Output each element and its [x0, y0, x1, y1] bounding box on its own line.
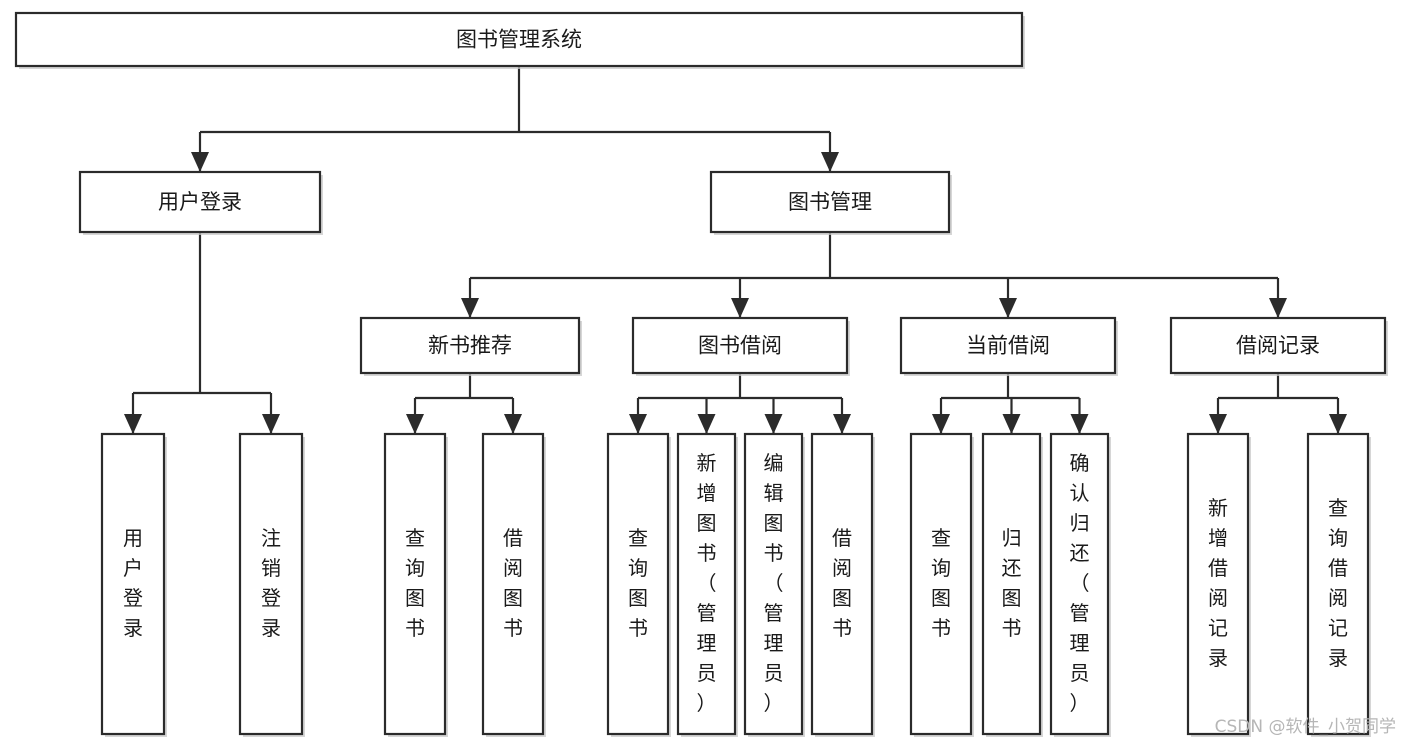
node-leaf-borrow-book-1[interactable]: 借阅图书 — [481, 432, 546, 737]
node-leaf-query-book-1[interactable]: 查询图书 — [383, 432, 448, 737]
node-label: 新增图书（管理员） — [697, 451, 717, 715]
l2-0-to-leaf-arrow-0 — [406, 414, 424, 434]
node-label: 编辑图书（管理员） — [764, 451, 784, 715]
node-label: 确认归还（管理员） — [1070, 451, 1090, 715]
node-label: 图书借阅 — [698, 334, 782, 358]
root-to-l1-arrow-0 — [191, 152, 209, 172]
node-label: 借阅记录 — [1236, 334, 1320, 358]
node-leaf-add-record[interactable]: 新增借阅记录 — [1186, 432, 1251, 737]
l2-2-to-leaf-arrow-1 — [1002, 414, 1021, 434]
node-label: 当前借阅 — [966, 334, 1050, 358]
node-leaf-add-book[interactable]: 新增图书（管理员） — [676, 432, 738, 737]
node-leaf-confirm-return[interactable]: 确认归还（管理员） — [1049, 432, 1111, 737]
node-label: 查询图书 — [931, 526, 951, 640]
node-user-login[interactable]: 用户登录 — [78, 170, 323, 235]
l2-1-to-leaf-arrow-0 — [629, 414, 647, 434]
node-layer: 图书管理系统用户登录图书管理新书推荐图书借阅当前借阅借阅记录用户登录注销登录查询… — [14, 11, 1388, 737]
node-label: 注销登录 — [261, 526, 281, 640]
node-label: 图书管理系统 — [456, 28, 582, 52]
node-current-borrow[interactable]: 当前借阅 — [899, 316, 1118, 376]
bm-to-l2-arrow-3 — [1269, 298, 1287, 318]
node-leaf-user-login[interactable]: 用户登录 — [100, 432, 167, 737]
node-leaf-edit-book[interactable]: 编辑图书（管理员） — [743, 432, 805, 737]
l2-3-to-leaf-arrow-1 — [1329, 414, 1347, 434]
l2-3-to-leaf-arrow-0 — [1209, 414, 1227, 434]
node-label: 图书管理 — [788, 190, 872, 214]
node-new-book-recommend[interactable]: 新书推荐 — [359, 316, 582, 376]
l2-1-to-leaf-arrow-3 — [833, 414, 851, 434]
node-leaf-logout[interactable]: 注销登录 — [238, 432, 305, 737]
node-label: 归还图书 — [1002, 526, 1022, 640]
node-leaf-query-record[interactable]: 查询借阅记录 — [1306, 432, 1371, 737]
node-label: 查询图书 — [628, 526, 648, 640]
node-label: 新增借阅记录 — [1208, 496, 1228, 670]
node-borrow-record[interactable]: 借阅记录 — [1169, 316, 1388, 376]
node-leaf-borrow-book-2[interactable]: 借阅图书 — [810, 432, 875, 737]
node-label: 查询借阅记录 — [1328, 496, 1348, 670]
node-book-management[interactable]: 图书管理 — [709, 170, 952, 235]
node-label: 新书推荐 — [428, 334, 512, 358]
l2-1-to-leaf-arrow-1 — [697, 414, 716, 434]
node-label: 查询图书 — [405, 526, 425, 640]
bm-to-l2-arrow-1 — [731, 298, 749, 318]
node-leaf-query-book-3[interactable]: 查询图书 — [909, 432, 974, 737]
l2-0-to-leaf-arrow-1 — [504, 414, 522, 434]
csdn-watermark: CSDN @软件_小贺同学 — [1215, 717, 1396, 737]
connector-layer — [124, 66, 1347, 434]
l2-1-to-leaf-arrow-2 — [764, 414, 783, 434]
root-to-l1-arrow-1 — [821, 152, 839, 172]
node-root-root[interactable]: 图书管理系统 — [14, 11, 1025, 69]
node-label: 用户登录 — [123, 526, 143, 640]
l2-2-to-leaf-arrow-0 — [932, 414, 950, 434]
node-leaf-return-book[interactable]: 归还图书 — [981, 432, 1043, 737]
node-label: 用户登录 — [158, 190, 242, 214]
ul-to-leaf-arrow-0 — [124, 414, 142, 434]
node-book-borrow[interactable]: 图书借阅 — [631, 316, 850, 376]
l2-2-to-leaf-arrow-2 — [1070, 414, 1089, 434]
bm-to-l2-arrow-0 — [461, 298, 479, 318]
node-label: 借阅图书 — [832, 526, 852, 640]
node-label: 借阅图书 — [503, 526, 523, 640]
bm-to-l2-arrow-2 — [999, 298, 1017, 318]
node-leaf-query-book-2[interactable]: 查询图书 — [606, 432, 671, 737]
ul-to-leaf-arrow-1 — [262, 414, 280, 434]
